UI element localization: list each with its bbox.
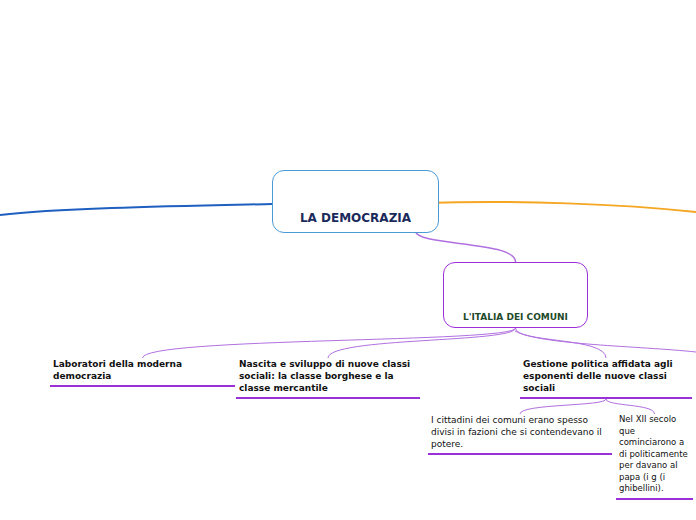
branch-topic: Laboratori della moderna democrazia [50, 358, 235, 387]
branch-topic: Gestione politica affidata agli esponent… [520, 358, 692, 399]
purple-branch [515, 331, 696, 352]
branch-connector [520, 399, 606, 414]
topic-text: Laboratori della moderna democrazia [53, 358, 232, 382]
detail-topic: Nel XII secolo que cominciarono a di pol… [616, 414, 693, 500]
branch-topic: Nascita e sviluppo di nuove classi socia… [236, 358, 420, 399]
branch-connector [516, 328, 607, 358]
blue-branch [0, 204, 272, 215]
topic-text: L'ITALIA DEI COMUNI [444, 312, 587, 322]
subtopic-box: L'ITALIA DEI COMUNI [443, 262, 588, 328]
topic-text: I cittadini dei comuni erano spesso divi… [431, 414, 609, 450]
orange-branch [425, 202, 696, 212]
topic-text: LA DEMOCRAZIA [273, 211, 438, 225]
topic-text: Nel XII secolo que cominciarono a di pol… [619, 414, 690, 495]
topic-text: Nascita e sviluppo di nuove classi socia… [239, 358, 417, 394]
central-topic: LA DEMOCRAZIA [272, 170, 439, 233]
branch-connector [143, 328, 516, 358]
topic-text: Gestione politica affidata agli esponent… [523, 358, 689, 394]
branch-connector [606, 399, 655, 414]
detail-topic: I cittadini dei comuni erano spesso divi… [428, 414, 612, 455]
branch-connector [416, 231, 516, 262]
branch-connector [328, 328, 516, 358]
